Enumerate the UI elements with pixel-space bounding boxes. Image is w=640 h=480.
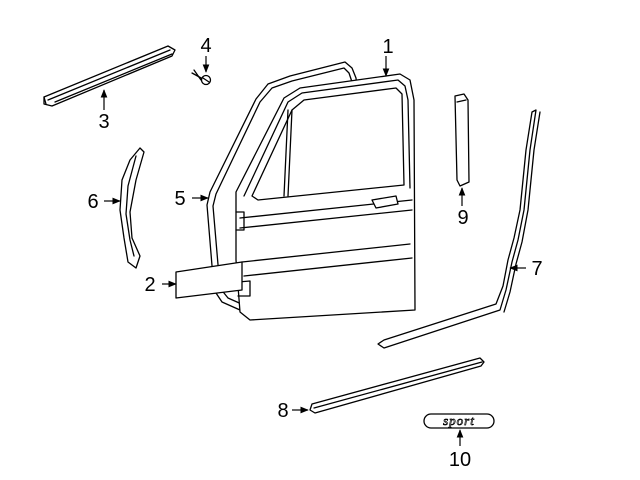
callout-1: 1 bbox=[382, 36, 393, 58]
callout-10: 10 bbox=[449, 449, 471, 471]
part-4-screw bbox=[191, 69, 212, 86]
part-3-channel-strip bbox=[43, 45, 176, 107]
callout-2: 2 bbox=[144, 274, 155, 296]
part-10-sport-badge: sport bbox=[423, 413, 495, 429]
callout-3: 3 bbox=[98, 111, 109, 133]
part-7-opening-seal bbox=[377, 109, 541, 349]
part-8-lower-molding bbox=[309, 357, 485, 414]
leader-lines bbox=[100, 56, 526, 446]
callout-7: 7 bbox=[531, 258, 542, 280]
part-2-molding bbox=[175, 261, 243, 299]
callout-labels: 1 2 3 4 5 6 7 8 9 10 bbox=[87, 35, 542, 471]
part-1-door-shell bbox=[235, 73, 416, 321]
callout-5: 5 bbox=[174, 188, 185, 210]
callout-4: 4 bbox=[200, 35, 211, 57]
badge-text: sport bbox=[443, 413, 475, 428]
callout-9: 9 bbox=[457, 207, 468, 229]
part-6-bracket bbox=[119, 147, 145, 269]
callout-6: 6 bbox=[87, 191, 98, 213]
part-9-pillar-trim bbox=[454, 93, 470, 187]
callout-8: 8 bbox=[277, 400, 288, 422]
